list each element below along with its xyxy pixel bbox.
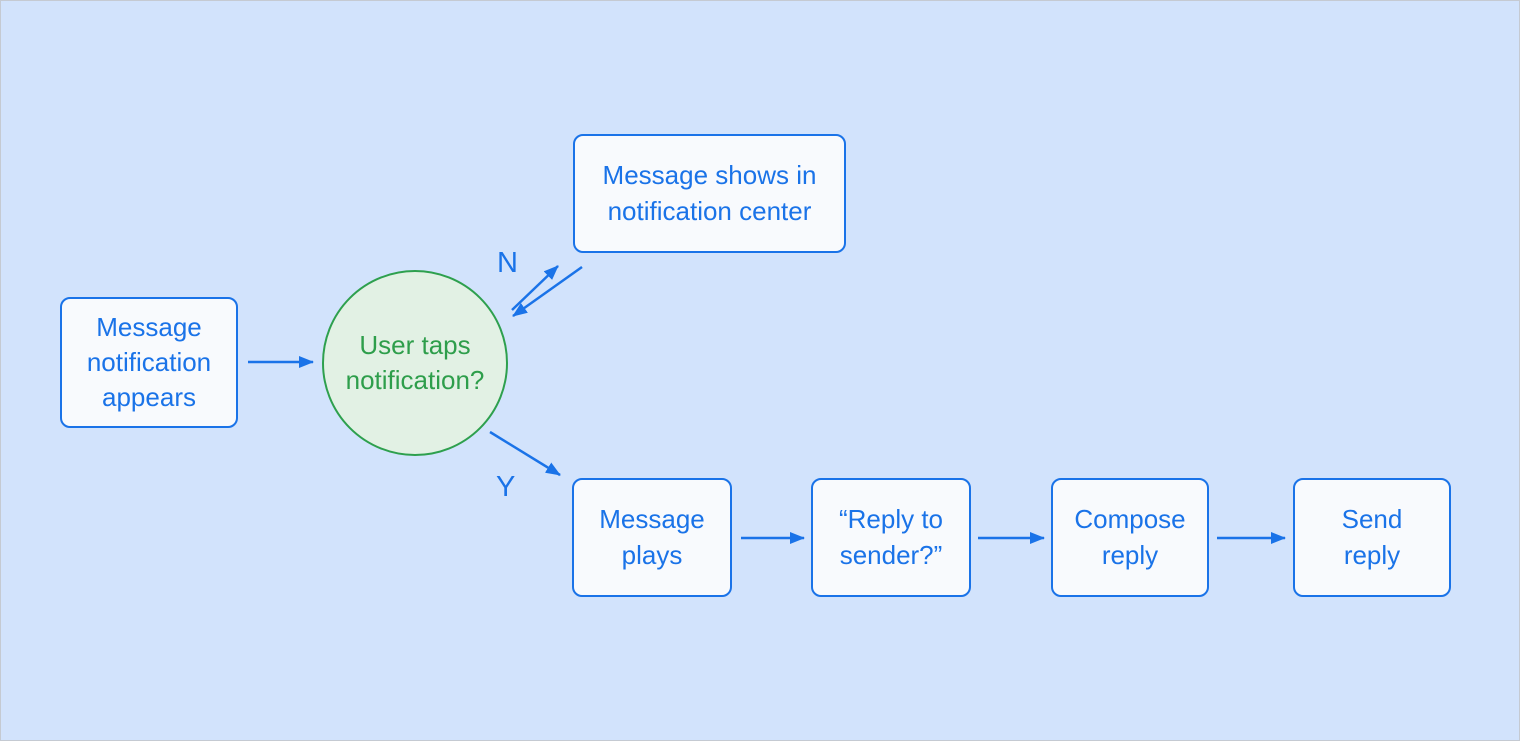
node-compose-reply-label: Compose reply (1074, 504, 1186, 570)
node-notification-center: Message shows in notification center (573, 134, 846, 253)
node-message-plays: Message plays (572, 478, 732, 597)
node-decision: User taps notification? (322, 270, 508, 456)
branch-label-no: N (497, 247, 518, 279)
node-compose-reply: Compose reply (1051, 478, 1209, 597)
edge-decision-to-notification-center (511, 265, 559, 311)
node-send-reply: Send reply (1293, 478, 1451, 597)
edge-decision-to-message-plays (489, 430, 561, 477)
node-reply-to-sender: “Reply to sender?” (811, 478, 971, 597)
node-send-reply-label: Send reply (1341, 504, 1403, 570)
node-start: Message notification appears (60, 297, 238, 428)
edge-notification-center-to-decision (512, 265, 583, 318)
node-decision-label: User taps notification? (345, 329, 485, 395)
branch-label-yes: Y (496, 471, 516, 503)
node-reply-to-sender-label: “Reply to sender?” (838, 504, 944, 570)
node-message-plays-label: Message plays (599, 504, 705, 570)
node-start-label: Message notification appears (86, 311, 212, 413)
node-notification-center-label: Message shows in notification center (602, 160, 817, 226)
